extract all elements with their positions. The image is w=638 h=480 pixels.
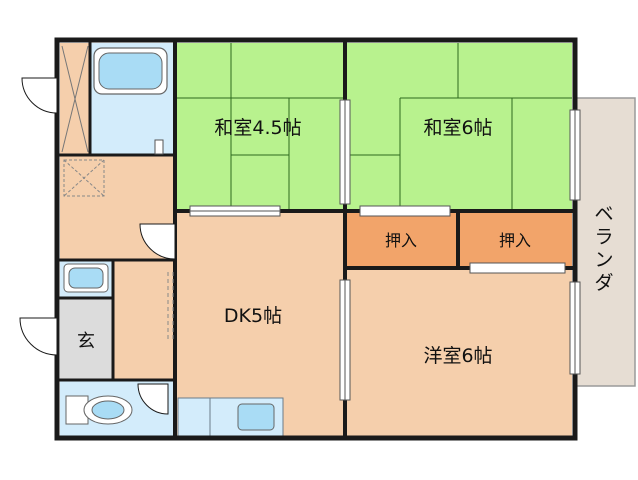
storage-hatch (61, 45, 89, 153)
label-oshiire-left: 押入 (385, 231, 417, 250)
hall-sliding-door (167, 272, 174, 340)
veranda-char: ン (594, 249, 613, 271)
windows (189, 99, 581, 401)
kitchen-sink (237, 403, 275, 431)
hall-area (113, 260, 175, 380)
oshiire-area-left (345, 211, 458, 268)
label-veranda: ベ ラ ン ダ (594, 203, 613, 294)
bath-door-mark (154, 139, 164, 155)
bathtub-basin (98, 52, 163, 90)
label-genkan: 玄 (77, 331, 95, 352)
yoshitsu-area (345, 268, 572, 436)
toilet (65, 395, 133, 425)
wash-basin-bowl (68, 267, 104, 289)
genkan-area (60, 298, 113, 380)
washitsu-4-5-area (175, 43, 345, 211)
laundry-pan (63, 159, 105, 197)
veranda-char: ラ (594, 226, 613, 248)
oshiire-area-right (458, 211, 572, 268)
veranda-area (574, 97, 636, 387)
label-washitsu-6: 和室6帖 (423, 117, 492, 139)
label-washitsu-4-5: 和室4.5帖 (214, 117, 301, 139)
veranda-char: ダ (594, 272, 613, 294)
label-dk: DK5帖 (224, 305, 282, 327)
veranda-char: ベ (594, 203, 613, 225)
tatami-lines (175, 43, 572, 211)
label-yoshitsu: 洋室6帖 (423, 345, 492, 367)
doors (19, 77, 176, 415)
label-oshiire-right: 押入 (499, 231, 531, 250)
